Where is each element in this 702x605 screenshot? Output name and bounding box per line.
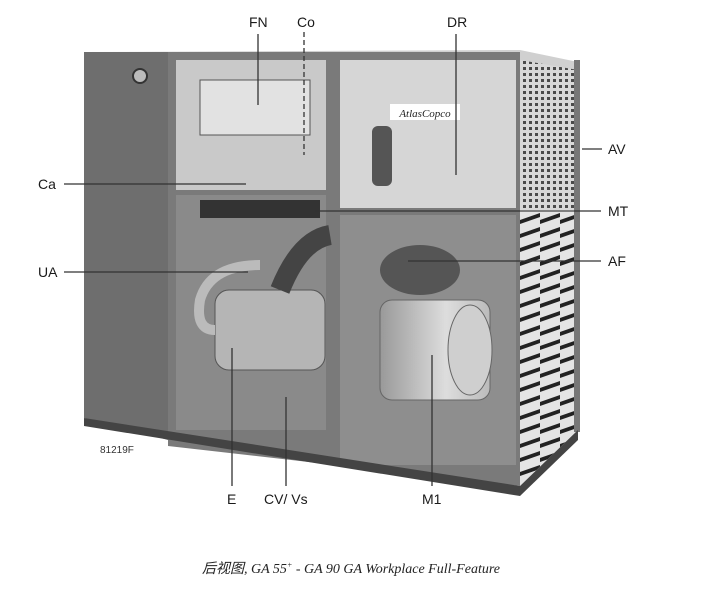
callout-af: AF [608, 253, 626, 269]
callout-e: E [227, 491, 237, 507]
callout-m1: M1 [422, 491, 442, 507]
callout-ca: Ca [38, 176, 56, 192]
caption-superscript: + [286, 560, 293, 570]
callout-co: Co [297, 14, 315, 30]
callout-ua: UA [38, 264, 58, 280]
caption-suffix: - GA 90 GA Workplace Full-Feature [292, 562, 500, 577]
caption-prefix: 后视图, GA 55 [202, 562, 287, 577]
callout-dr: DR [447, 14, 468, 30]
figure-caption: 后视图, GA 55+ - GA 90 GA Workplace Full-Fe… [0, 558, 702, 578]
callout-cv-vs: CV/ Vs [264, 491, 308, 507]
callout-fn: FN [249, 14, 268, 30]
brand-logo: AtlasCopco [398, 108, 451, 120]
callout-av: AV [608, 141, 626, 157]
leader-lines [64, 32, 602, 486]
figure-code: 81219F [100, 445, 134, 456]
callout-mt: MT [608, 203, 629, 219]
